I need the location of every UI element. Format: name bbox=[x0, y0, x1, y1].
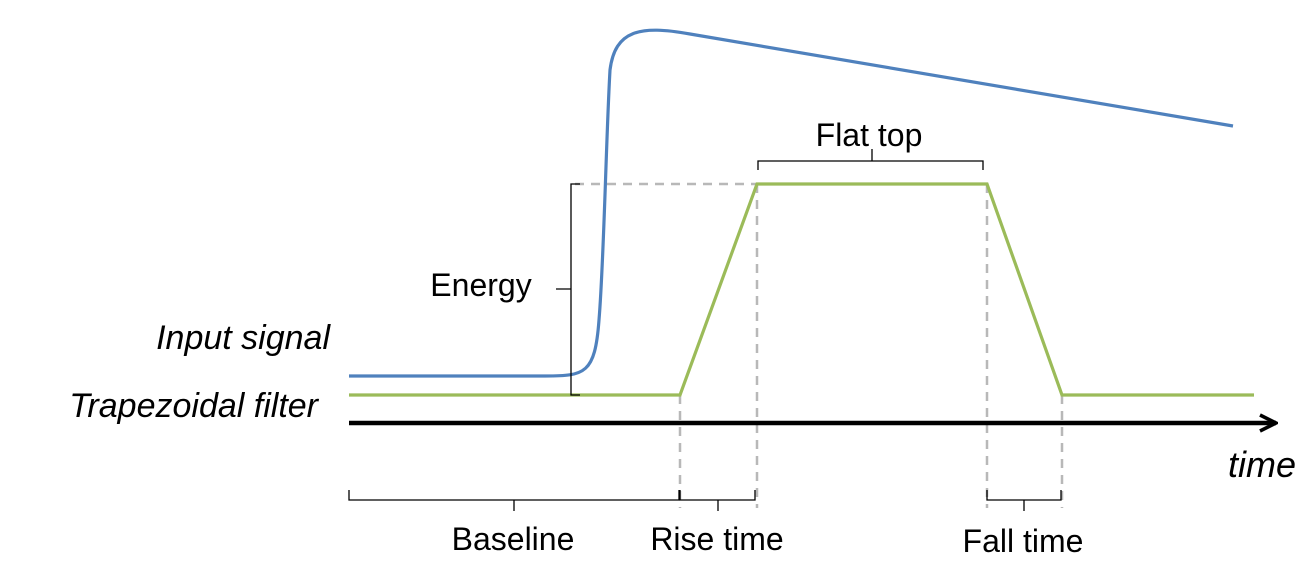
rise-time-brace bbox=[679, 490, 756, 511]
flat-top-brace bbox=[757, 149, 984, 170]
trapezoidal-filter-curve bbox=[349, 182, 1254, 397]
fall-time-label: Fall time bbox=[963, 523, 1084, 559]
fall-time-brace bbox=[986, 490, 1062, 511]
baseline-brace bbox=[348, 490, 680, 511]
trapezoidal-filter-label: Trapezoidal filter bbox=[69, 387, 319, 425]
input-signal-label: Input signal bbox=[156, 319, 331, 357]
rise-time-label: Rise time bbox=[650, 521, 783, 557]
energy-brace bbox=[556, 183, 580, 396]
baseline-label: Baseline bbox=[452, 521, 575, 557]
time-axis-label: time bbox=[1228, 444, 1296, 485]
input-signal-curve bbox=[349, 28, 1234, 378]
flat-top-label: Flat top bbox=[816, 117, 923, 153]
energy-label: Energy bbox=[430, 267, 531, 303]
